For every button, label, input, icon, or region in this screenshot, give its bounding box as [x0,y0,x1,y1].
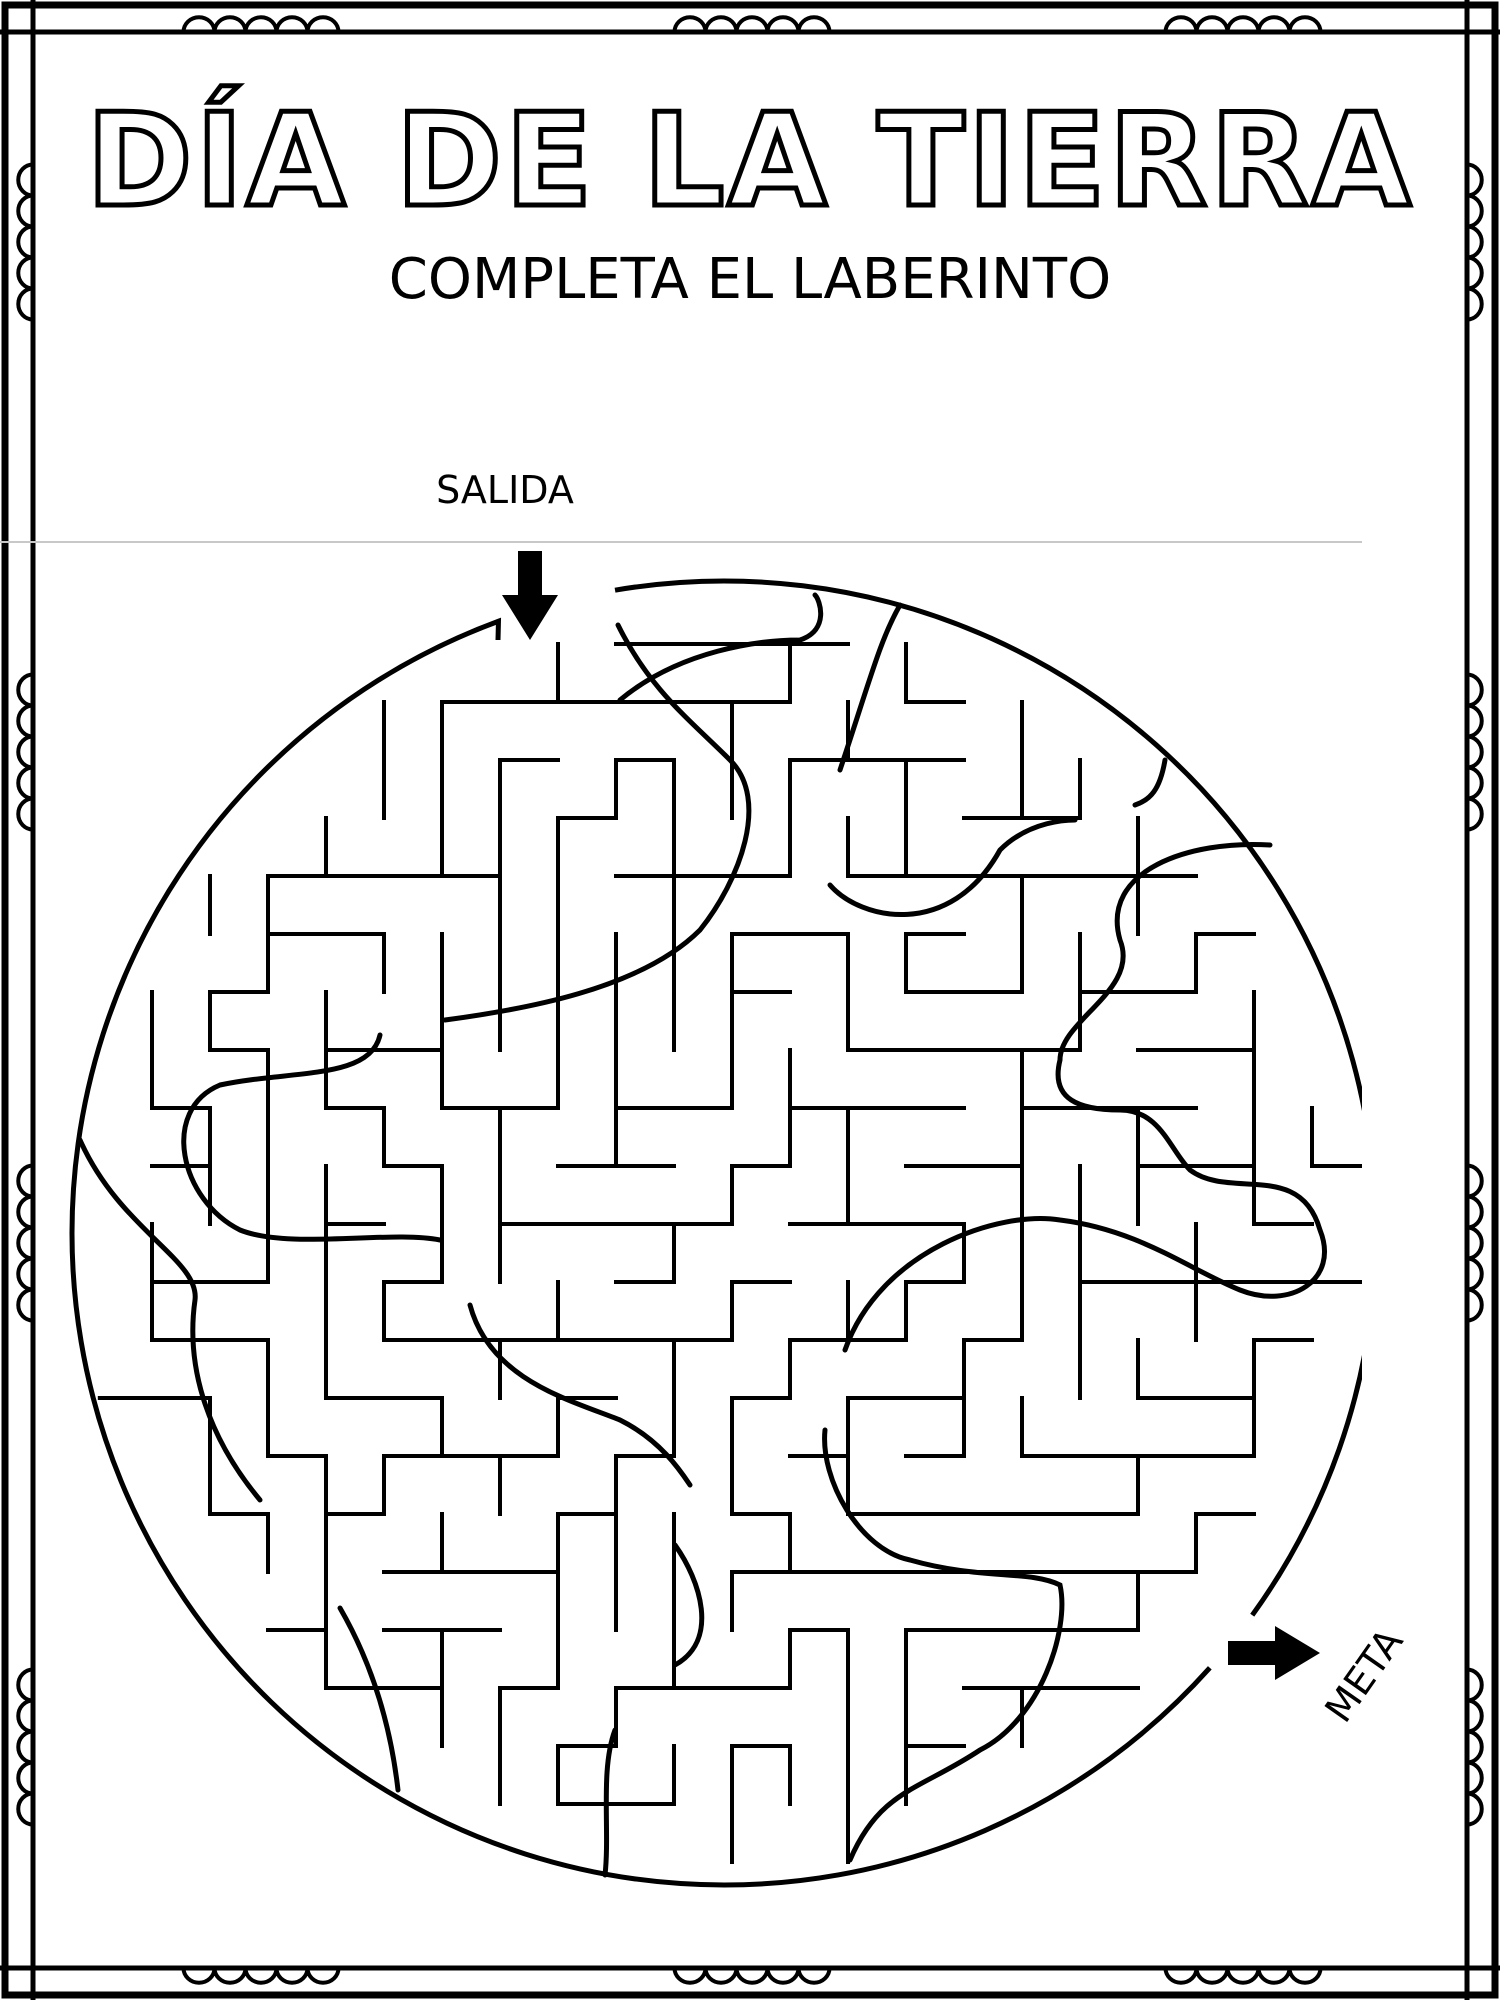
maze-outline [69,578,1362,1888]
arrow-down-icon [502,551,558,640]
maze [69,578,1362,1888]
continents [77,592,1328,1878]
page-subtitle: COMPLETA EL LABERINTO [389,247,1111,312]
arrow-right-icon [1228,1626,1320,1680]
page-title: DÍA DE LA TIERRA [86,86,1414,236]
end-label: META [1316,1621,1411,1731]
start-label: SALIDA [436,468,574,512]
